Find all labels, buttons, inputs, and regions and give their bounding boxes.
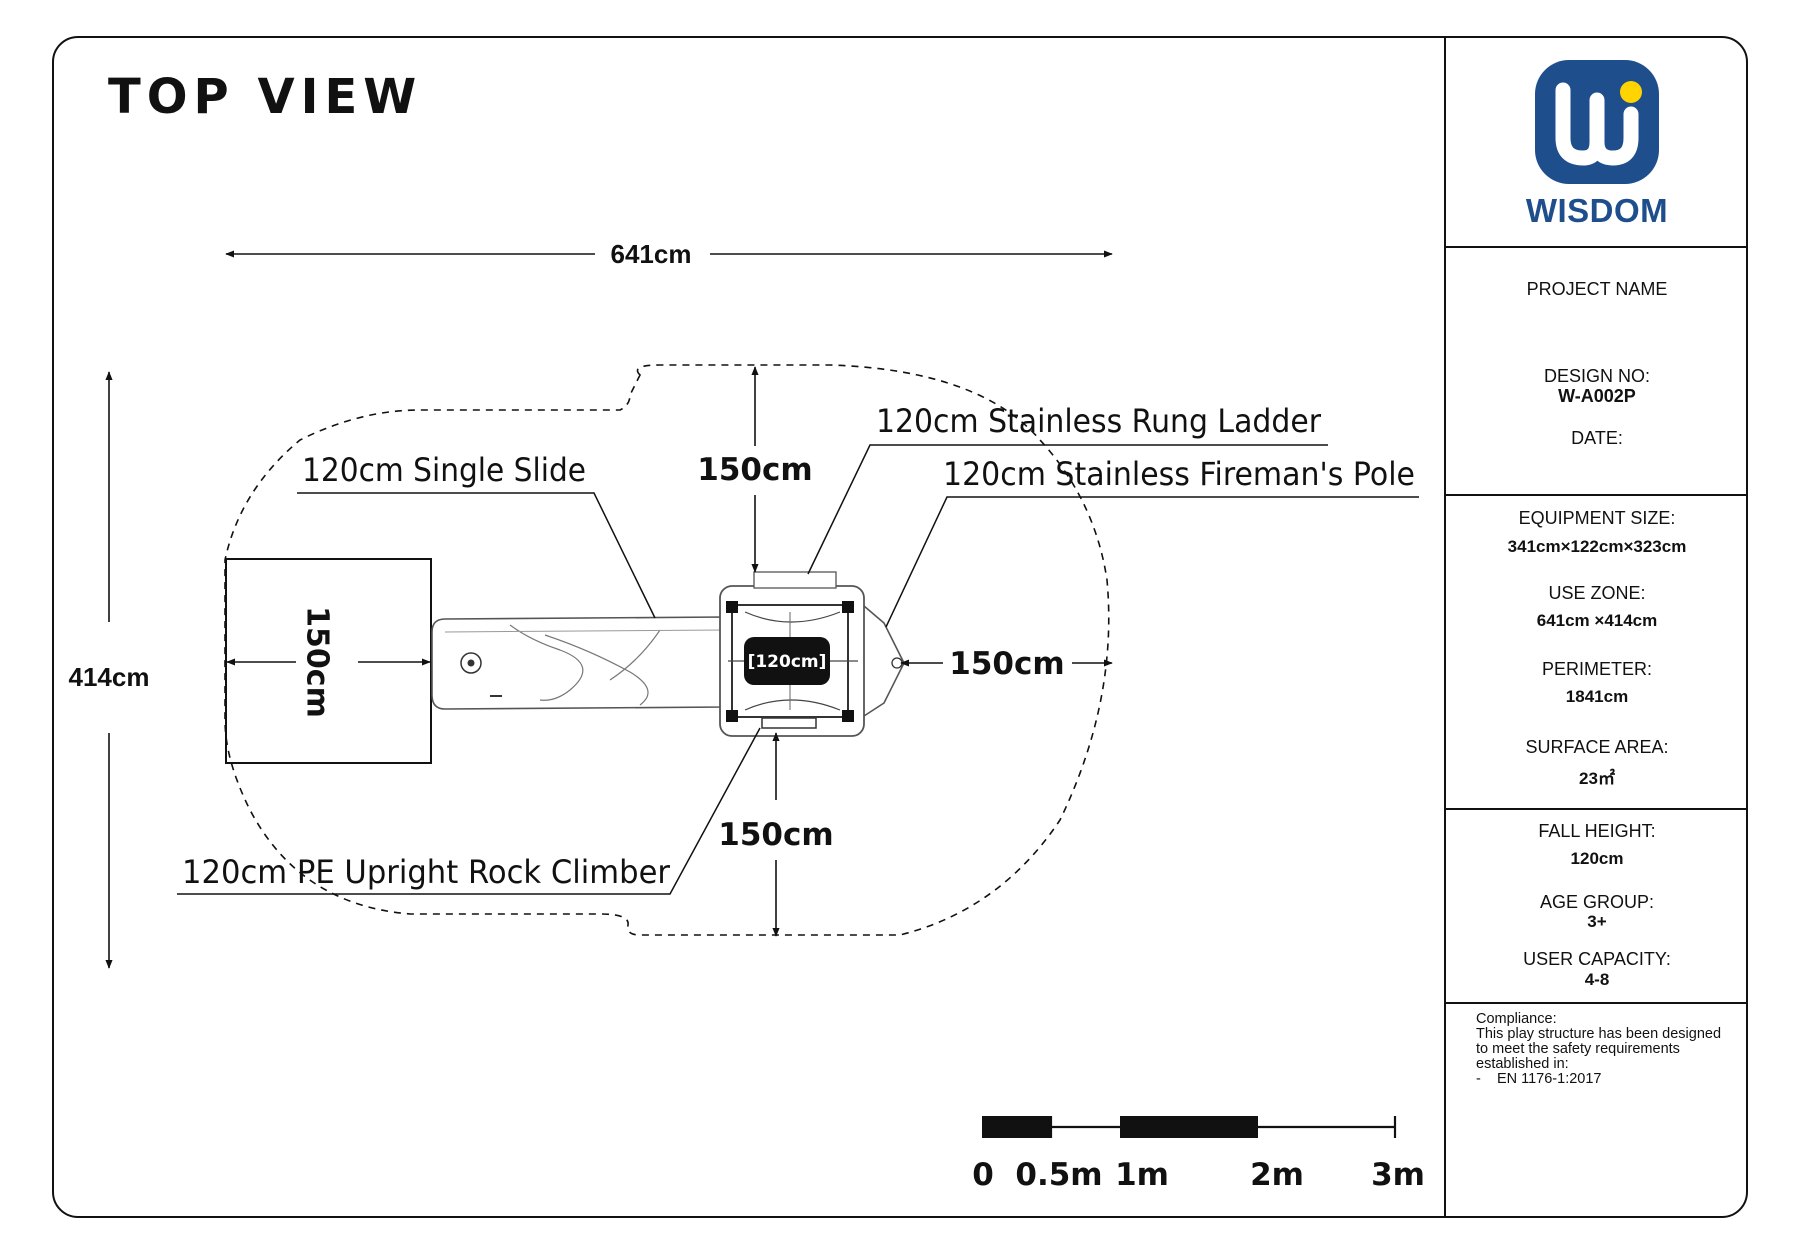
design-no-label: DESIGN NO: [1543, 366, 1650, 386]
wisdom-logo-icon [1535, 60, 1659, 184]
clearance-bottom-label: 150cm [718, 817, 833, 853]
perimeter-label: PERIMETER: [1541, 659, 1652, 679]
user-capacity-label: USER CAPACITY: [1523, 949, 1671, 969]
clearance-top-label: 150cm [697, 452, 812, 488]
equipment-size-label: EQUIPMENT SIZE: [1518, 508, 1676, 528]
project-section: PROJECT NAME DESIGN NO: W-A002P DATE: [1446, 248, 1748, 496]
slide-wave-2 [544, 634, 649, 706]
callout-firemans-pole-leader [885, 496, 1419, 628]
scale-label-05: 0.5m [1015, 1157, 1102, 1193]
scale-label-2: 2m [1250, 1157, 1304, 1193]
scale-label-0: 0 [972, 1157, 994, 1193]
logo-section: WISDOM [1446, 36, 1748, 248]
surface-area-value: 23㎡ [1579, 769, 1615, 788]
scale-label-3: 3m [1371, 1157, 1425, 1193]
callout-single-slide-leader [297, 492, 656, 619]
brand-name: WISDOM [1525, 192, 1669, 229]
age-group-value: 3+ [1587, 912, 1607, 931]
date-label: DATE: [1571, 428, 1623, 448]
callout-rung-ladder: 120cm Stainless Rung Ladder [876, 402, 1322, 440]
compliance-line-3: established in: [1476, 1056, 1569, 1072]
slide-wave-3 [609, 629, 661, 681]
compliance-heading: Compliance: [1476, 1011, 1557, 1027]
ladder-top [753, 571, 837, 589]
slide-wave-1 [509, 624, 584, 701]
clearance-right-label: 150cm [949, 646, 1064, 682]
platform-height-badge [744, 637, 830, 685]
surface-area-label: SURFACE AREA: [1525, 737, 1669, 757]
scale-label-1: 1m [1115, 1157, 1169, 1193]
post-bl [726, 710, 738, 722]
usage-section: FALL HEIGHT: 120cm AGE GROUP: 3+ USER CA… [1446, 810, 1748, 1004]
platform-detail-2 [744, 699, 841, 711]
platform-detail-1 [744, 611, 841, 623]
user-capacity-value: 4-8 [1584, 970, 1610, 989]
compliance-line-2: to meet the safety requirements [1476, 1041, 1680, 1057]
width-dimension-label: 641cm [611, 239, 692, 269]
project-name-label: PROJECT NAME [1526, 279, 1668, 299]
callout-single-slide: 120cm Single Slide [302, 451, 586, 489]
compliance-line-4: - EN 1176-1:2017 [1476, 1071, 1602, 1087]
pole-marker [891, 657, 903, 669]
callout-rock-climber: 120cm PE Upright Rock Climber [182, 853, 671, 891]
height-dimension-label: 414cm [69, 662, 150, 692]
callout-firemans-pole: 120cm Stainless Fireman's Pole [943, 455, 1415, 493]
fall-height-value: 120cm [1570, 849, 1624, 868]
slide-chute-edge [444, 629, 726, 633]
use-zone-value: 641cm ×414cm [1536, 611, 1658, 630]
callout-rung-ladder-leader [807, 444, 1328, 575]
slide-exit-dimension-label: 150cm [300, 606, 335, 718]
perimeter-value: 1841cm [1565, 687, 1629, 706]
slide-runout-zone [225, 558, 432, 764]
page-title: TOP VIEW [108, 69, 422, 125]
slide-exit-marker-inner [467, 659, 475, 667]
title-block: WISDOM PROJECT NAME DESIGN NO: W-A002P D… [1444, 36, 1748, 1218]
post-tr [842, 601, 854, 613]
post-tl [726, 601, 738, 613]
callout-rock-climber-leader [177, 727, 761, 895]
slide-exit-marker [460, 652, 482, 674]
scale-bar-segment-1-2 [1120, 1116, 1258, 1138]
platform-height-label: [120cm] [748, 652, 827, 672]
fall-height-label: FALL HEIGHT: [1538, 821, 1656, 841]
equipment-size-value: 341cm×122cm×323cm [1507, 537, 1687, 556]
specs-section: EQUIPMENT SIZE: 341cm×122cm×323cm USE ZO… [1446, 496, 1748, 810]
slide-body [431, 616, 726, 710]
rock-climber-holds [761, 717, 817, 729]
compliance-line-1: This play structure has been designed [1476, 1026, 1722, 1042]
design-no-value: W-A002P [1558, 386, 1636, 406]
use-zone-label: USE ZONE: [1548, 583, 1646, 603]
drawing-frame [52, 36, 1748, 1218]
age-group-label: AGE GROUP: [1539, 892, 1655, 912]
compliance-note: Compliance: This play structure has been… [1476, 1012, 1746, 1087]
post-br [842, 710, 854, 722]
